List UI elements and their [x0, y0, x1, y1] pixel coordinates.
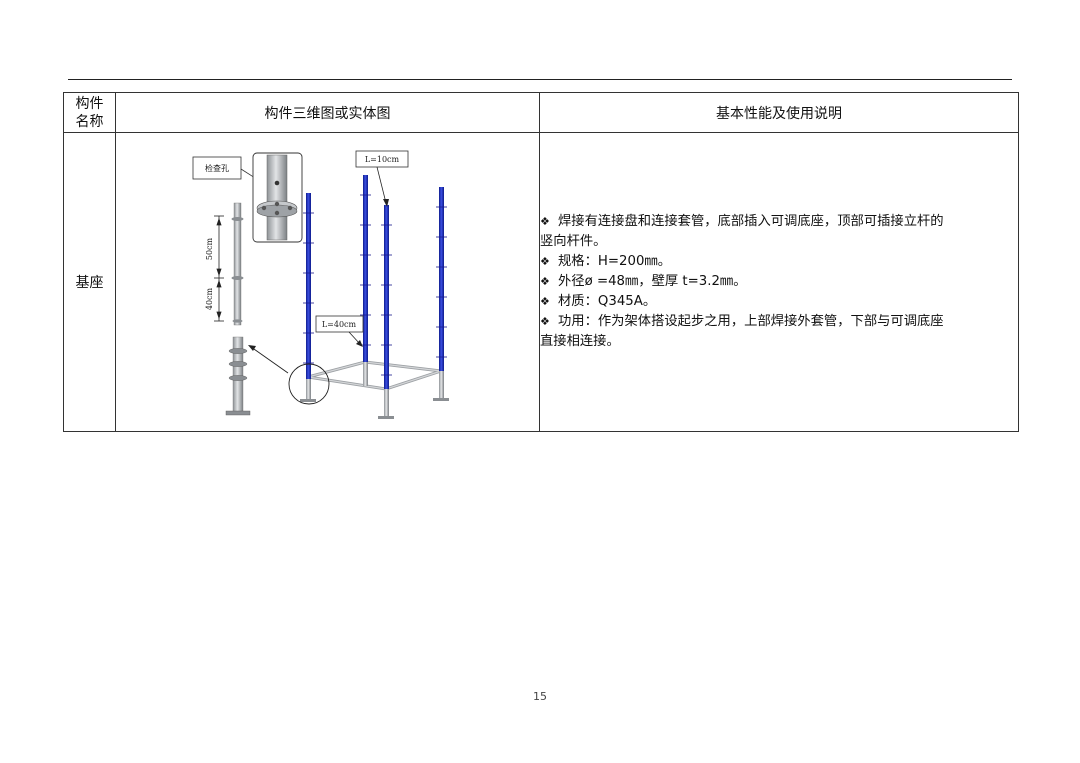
diamond-bullet-icon: ❖	[540, 215, 550, 228]
component-figure-cell: 检查孔	[115, 132, 540, 432]
pole-front-left	[306, 193, 311, 379]
frame-ledgers	[307, 360, 442, 391]
l10-callout: L=10cm	[355, 150, 409, 207]
pole-front-right	[384, 205, 389, 389]
l40-label-box	[315, 315, 364, 333]
l10-label: L=10cm	[365, 155, 400, 164]
hole-label-box	[192, 156, 242, 180]
header-rule	[68, 79, 1012, 80]
component-table: 构件 名称 构件三维图或实体图 基本性能及使用说明 基座	[63, 92, 1019, 432]
pole-back-right	[439, 187, 444, 371]
list-item: ❖功用：作为架体搭设起步之用，上部焊接外套管，下部与可调底座直接相连接。	[540, 314, 944, 349]
detail-inset	[252, 152, 303, 243]
dim-label-50: 50cm	[205, 237, 214, 260]
page-number: 15	[533, 690, 547, 703]
diamond-bullet-icon: ❖	[540, 295, 550, 308]
base-highlight-circle	[288, 363, 330, 405]
header-figure: 构件三维图或实体图	[115, 92, 540, 133]
standard-tube	[231, 202, 244, 326]
list-item: ❖焊接有连接盘和连接套管，底部插入可调底座，顶部可插接立杆的竖向杆件。	[540, 214, 944, 249]
base-piece	[225, 336, 251, 416]
component-name-cell: 基座	[63, 132, 116, 432]
blue-standards	[303, 175, 447, 389]
description-list: ❖焊接有连接盘和连接套管，底部插入可调底座，顶部可插接立杆的竖向杆件。 ❖规格：…	[540, 212, 1018, 352]
l40-callout: L=40cm	[315, 315, 364, 347]
header-component-name: 构件 名称	[63, 92, 116, 133]
l40-label: L=40cm	[322, 320, 357, 329]
description-cell: ❖焊接有连接盘和连接套管，底部插入可调底座，顶部可插接立杆的竖向杆件。 ❖规格：…	[539, 132, 1019, 432]
list-item: ❖材质：Q345A。	[540, 292, 1018, 312]
diamond-bullet-icon: ❖	[540, 275, 550, 288]
diamond-bullet-icon: ❖	[540, 255, 550, 268]
pole-back-left	[363, 175, 368, 362]
inspection-hole-mark	[274, 180, 280, 186]
header-name-line2: 名称	[75, 113, 104, 130]
dim-label-40: 40cm	[205, 287, 214, 310]
list-item: ❖规格：H=200㎜。	[540, 252, 1018, 272]
diamond-bullet-icon: ❖	[540, 315, 550, 328]
table-row-base: 基座 检查孔	[63, 132, 1019, 432]
table-header-row: 构件 名称 构件三维图或实体图 基本性能及使用说明	[63, 92, 1019, 133]
header-description: 基本性能及使用说明	[539, 92, 1019, 133]
l10-label-box	[355, 150, 409, 168]
detail-arrow	[250, 346, 289, 374]
list-item: ❖外径ø =48㎜，壁厚 t=3.2㎜。	[540, 272, 1018, 292]
dimension-group	[214, 215, 224, 322]
detail-tube	[266, 154, 288, 241]
base-component-drawing: 检查孔	[192, 150, 449, 419]
hole-label: 检查孔	[205, 163, 229, 173]
header-name-line1: 构件	[75, 95, 104, 112]
